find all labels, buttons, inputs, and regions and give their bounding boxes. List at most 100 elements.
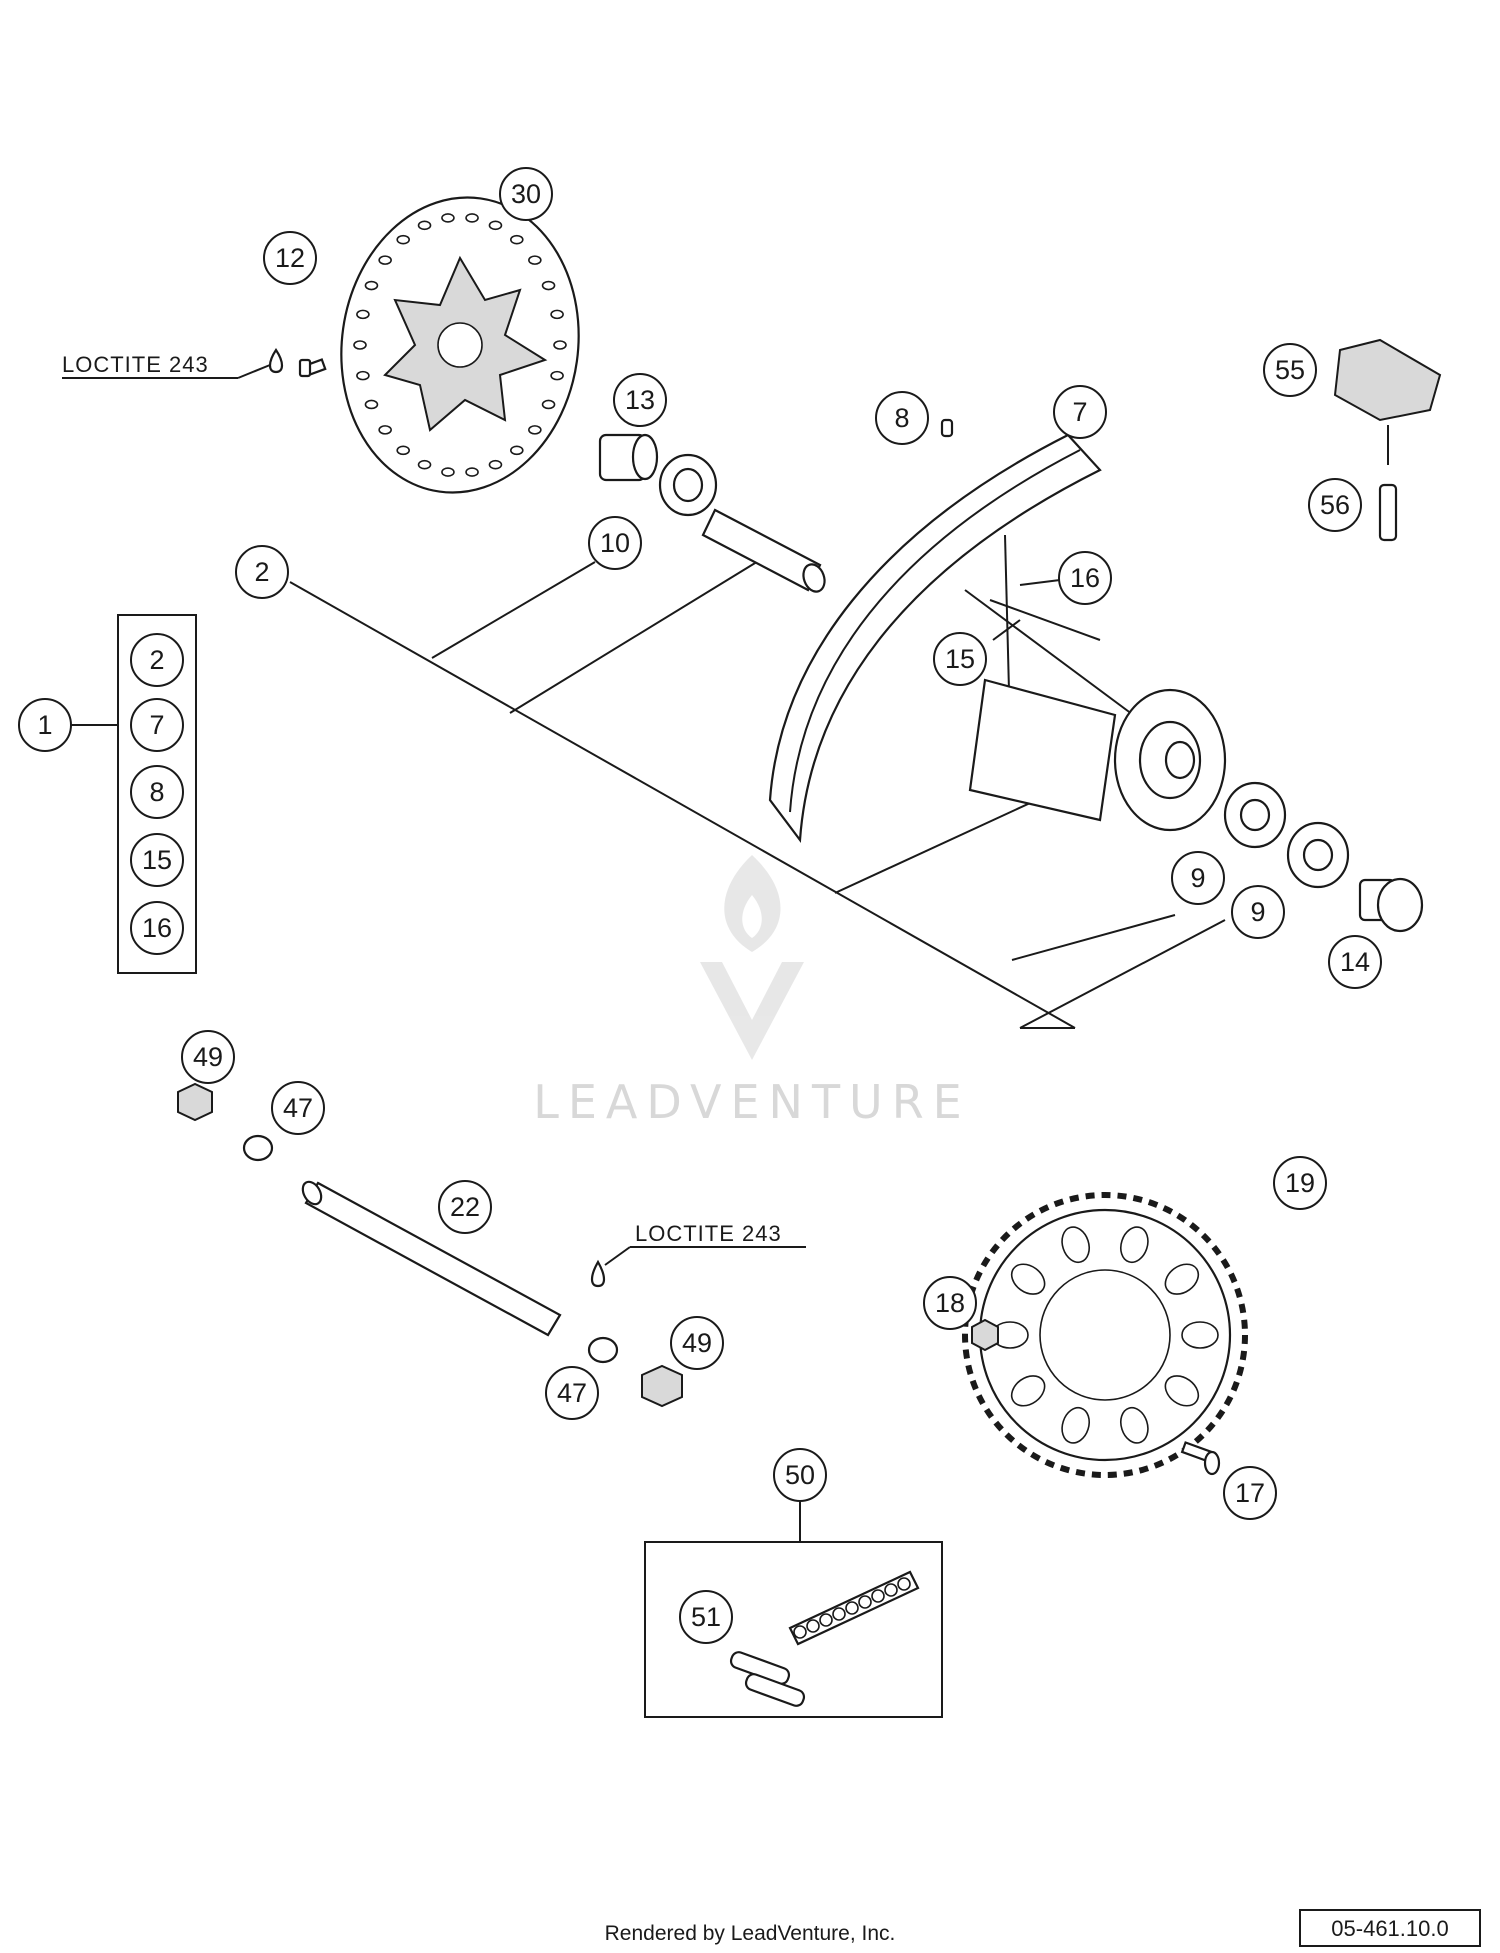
axle-nut-right	[641, 1364, 683, 1408]
callout-label-1: 1	[37, 710, 52, 740]
callout-label-47: 47	[283, 1093, 313, 1123]
callout-circle-49	[670, 1316, 724, 1370]
disc-vent-hole	[417, 220, 432, 231]
chain-roller	[793, 1625, 807, 1639]
disc-vent-hole	[510, 234, 524, 245]
disc-vent-hole	[465, 467, 479, 477]
callout-circle-14	[1328, 935, 1382, 989]
loctite-note-top: LOCTITE 243	[62, 352, 209, 377]
disc-vent-hole	[488, 220, 503, 231]
sprocket-lightening-hole	[1119, 1226, 1149, 1264]
callout-circle-15	[130, 833, 184, 887]
callout-label-49: 49	[682, 1328, 712, 1358]
bearing-left	[658, 453, 718, 517]
callout-circle-51	[679, 1590, 733, 1644]
callout-circle-9	[1231, 885, 1285, 939]
spacer	[598, 433, 659, 482]
disc-vent-hole	[364, 399, 379, 410]
leader-lines	[62, 364, 1226, 1718]
callout-label-15: 15	[142, 845, 172, 875]
hub	[964, 534, 1227, 832]
axle-nut-left	[177, 1082, 213, 1122]
callout-circle-18	[923, 1276, 977, 1330]
callout-circle-2	[130, 633, 184, 687]
callout-circle-2	[235, 545, 289, 599]
disc-vent-hole	[441, 467, 455, 477]
callout-label-49: 49	[193, 1042, 223, 1072]
callout-circle-16	[1058, 551, 1112, 605]
callout-circle-7	[130, 698, 184, 752]
sprocket-screw	[1180, 1441, 1221, 1476]
chain-roller	[858, 1595, 872, 1609]
sprocket-nut	[971, 1318, 999, 1352]
disc-vent-hole	[356, 309, 370, 320]
callout-label-47: 47	[557, 1378, 587, 1408]
callout-label-12: 12	[275, 243, 305, 273]
chain-roller	[884, 1583, 898, 1597]
washer-left	[242, 1134, 274, 1162]
callout-circle-19	[1273, 1156, 1327, 1210]
callout-label-51: 51	[691, 1602, 721, 1632]
chain-roller	[832, 1607, 846, 1621]
chain-roller	[845, 1601, 859, 1615]
callout-label-8: 8	[149, 777, 164, 807]
sprocket-lightening-hole	[1061, 1406, 1091, 1444]
callout-circle-47	[271, 1081, 325, 1135]
chain-roller	[806, 1619, 820, 1633]
disc-vent-hole	[528, 255, 542, 265]
callout-label-17: 17	[1235, 1478, 1265, 1508]
callout-circle-15	[933, 632, 987, 686]
callout-circle-55	[1263, 343, 1317, 397]
chain-roller	[871, 1589, 885, 1603]
callout-label-2: 2	[149, 645, 164, 675]
sprocket-lightening-hole	[1119, 1406, 1149, 1444]
spoke-nipple	[940, 418, 954, 438]
disc-vent-hole	[541, 399, 556, 410]
spacer-right	[1358, 877, 1424, 933]
callout-circle-50	[773, 1448, 827, 1502]
rendered-by-text: Rendered by LeadVenture, Inc.	[605, 1922, 896, 1945]
callout-label-10: 10	[600, 528, 630, 558]
callout-circle-10	[588, 516, 642, 570]
loctite-note-bottom: LOCTITE 243	[635, 1221, 782, 1246]
callout-label-56: 56	[1320, 490, 1350, 520]
disc-vent-hole	[441, 213, 455, 223]
disc-vent-hole	[528, 425, 542, 435]
disc-vent-hole	[396, 234, 410, 245]
callout-circle-13	[613, 373, 667, 427]
callout-label-22: 22	[450, 1192, 480, 1222]
callout-circle-1	[18, 698, 72, 752]
loctite-drop-icon-2	[590, 1259, 606, 1288]
disc-vent-hole	[553, 340, 567, 350]
callout-circle-17	[1223, 1466, 1277, 1520]
callout-label-9: 9	[1190, 863, 1205, 893]
callout-circle-8	[130, 765, 184, 819]
bearing-right-2	[1286, 821, 1350, 889]
callout-label-7: 7	[1072, 397, 1087, 427]
callout-label-13: 13	[625, 385, 655, 415]
leadventure-watermark-logo	[700, 855, 804, 1060]
callout-circle-49	[181, 1030, 235, 1084]
callout-label-8: 8	[894, 403, 909, 433]
disc-vent-hole	[417, 459, 432, 470]
disc-vent-hole	[356, 370, 370, 381]
sprocket-lightening-hole	[1164, 1263, 1200, 1295]
disc-vent-hole	[364, 280, 379, 291]
sprocket-lightening-hole	[1010, 1263, 1046, 1295]
sprocket-lightening-hole	[1061, 1226, 1091, 1264]
callout-label-16: 16	[1070, 563, 1100, 593]
callout-label-30: 30	[511, 179, 541, 209]
disc-vent-hole	[378, 425, 392, 435]
callout-circle-47	[545, 1366, 599, 1420]
callout-label-18: 18	[935, 1288, 965, 1318]
chain-master-link	[729, 1651, 806, 1707]
callout-circle-9	[1171, 851, 1225, 905]
valve-cap	[1333, 338, 1442, 465]
rim	[768, 433, 1102, 844]
callout-circle-22	[438, 1180, 492, 1234]
callout-circle-7	[1053, 385, 1107, 439]
callout-label-15: 15	[945, 644, 975, 674]
washer-right	[587, 1336, 619, 1364]
